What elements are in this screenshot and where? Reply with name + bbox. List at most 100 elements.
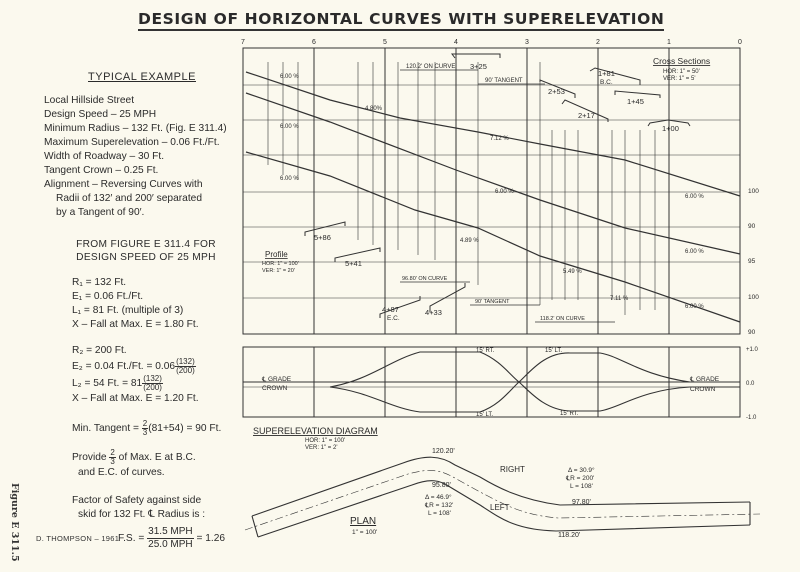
station-axis-1: 1 (667, 39, 671, 46)
denominator: (200) (143, 383, 162, 392)
grade-label: 4.89 % (460, 238, 479, 244)
cross-sections-ver: VER: 1" = 5' (663, 76, 695, 82)
grade-label: 5.49 % (563, 269, 582, 275)
r1: R₁ = 132 Ft. (72, 277, 127, 288)
fos-text: Factor of Safety against side (72, 495, 202, 506)
x1: X – Fall at Max. E = 1.80 Ft. (72, 319, 199, 330)
denominator: 3 (110, 457, 115, 466)
grade-label: 6.00 % (280, 124, 299, 130)
curve1-params: R₁ = 132 Ft. E₁ = 0.06 Ft./Ft. L₁ = 81 F… (44, 276, 244, 332)
numerator: (132) (175, 357, 196, 367)
l2-text: L₂ = 54 Ft. = 81 (72, 378, 143, 390)
plan-dim: 120.20' (432, 448, 455, 455)
station-axis-0: 0 (738, 39, 742, 46)
denominator: (200) (176, 366, 195, 375)
author-credit: D. THOMPSON – 1961 (36, 534, 120, 543)
profile-axis: 100 (748, 294, 759, 301)
xs-label: E.C. (387, 315, 400, 322)
xs-label: 5+41 (345, 259, 362, 268)
e2-fraction: (132)(200) (175, 358, 196, 375)
grade-label: 6.00 % (685, 304, 704, 310)
example-line: Local Hillside Street (44, 95, 135, 106)
provide-text: of Max. E at B.C. (115, 452, 196, 464)
grade-label: 6.00 % (685, 194, 704, 200)
curve2-length: L = 108' (570, 483, 593, 490)
xs-label: 4+33 (425, 308, 442, 317)
plan-dim: 97.80' (572, 499, 591, 506)
superelevation-axis: -1.0 (746, 415, 757, 421)
e1: E₁ = 0.06 Ft./Ft. (72, 291, 144, 302)
superelevation-hor: HOR: 1" = 100' (305, 438, 345, 444)
legend-grade: ℄ GRADE (689, 376, 720, 383)
provide-text: and E.C. of curves. (78, 467, 165, 478)
edge-label: 15' RT. (476, 348, 495, 354)
xs-label: 2+17 (578, 111, 595, 120)
plan-title: PLAN (350, 516, 376, 527)
fs-label: F.S. = (118, 533, 148, 545)
typical-example-panel: TYPICAL EXAMPLE Local Hillside Street De… (44, 70, 244, 551)
r2: R₂ = 200 Ft. (72, 345, 127, 356)
xs-label: 3+25 (470, 62, 487, 71)
example-line: Width of Roadway – 30 Ft. (44, 151, 165, 162)
side-right: RIGHT (500, 465, 525, 474)
provide-text: Provide (72, 452, 110, 464)
xs-label: 2+53 (548, 87, 565, 96)
l2-fraction: (132)(200) (142, 375, 163, 392)
edge-label: 15' RT. (560, 411, 579, 417)
plan-dim: 95.80' (432, 482, 451, 489)
grade-label: 6.00 % (685, 249, 704, 255)
from-figure-heading-line: FROM FIGURE E 311.4 FOR (76, 239, 216, 250)
grade-label: 6.00 % (280, 176, 299, 182)
profile-axis: 95 (748, 258, 756, 265)
xs-label: 1+45 (627, 97, 644, 106)
edge-label: 15' LT. (545, 348, 562, 354)
example-line: Maximum Superelevation – 0.06 Ft./Ft. (44, 137, 220, 148)
superelevation-title: SUPERELEVATION DIAGRAM (253, 426, 378, 436)
l1: L₁ = 81 Ft. (multiple of 3) (72, 305, 184, 316)
x2: X – Fall at Max. E = 1.20 Ft. (72, 393, 199, 404)
example-line: Minimum Radius – 132 Ft. (Fig. E 311.4) (44, 123, 227, 134)
grade-label: 7.12 % (490, 136, 509, 142)
curve2-delta: Δ = 30.9° (568, 466, 595, 474)
grade-label: 7.11 % (610, 296, 629, 302)
min-tangent-label: Min. Tangent = (72, 423, 142, 435)
plan-roadway (244, 456, 761, 538)
numerator: 2 (141, 419, 149, 429)
e2-text: E₂ = 0.04 Ft./Ft. = 0.06 (72, 361, 176, 373)
fs-result: = 1.26 (193, 533, 226, 545)
station-axis-4: 4 (454, 39, 458, 46)
xs-label: B.C. (600, 79, 613, 86)
superelevation-axis: +1.0 (746, 347, 759, 353)
profile-hor: HOR: 1" = 100' (262, 261, 299, 267)
numerator: 31.5 MPH (147, 526, 194, 539)
profile-axis: 100 (748, 188, 759, 195)
xs-label: 1+00 (662, 124, 679, 133)
curve1-length: L = 108' (428, 510, 451, 517)
grade-label: 6.00 % (495, 189, 514, 195)
example-line: Radii of 132′ and 200′ separated (56, 193, 202, 204)
typical-example-heading: TYPICAL EXAMPLE (88, 71, 196, 83)
denominator: 25.0 MPH (148, 539, 193, 550)
legend-grade: ℄ GRADE (261, 376, 292, 383)
curve1-radius: ℄R = 132' (424, 502, 453, 509)
profile-title: Profile (265, 250, 288, 259)
factor-of-safety: Factor of Safety against side skid for 1… (44, 494, 244, 551)
profile-axis: 90 (748, 223, 756, 230)
cross-sections-title: Cross Sections (653, 56, 710, 66)
fos-text: skid for 132 Ft. ℄ Radius is : (78, 509, 206, 520)
numerator: (132) (142, 374, 163, 384)
example-line: Alignment – Reversing Curves with (44, 179, 203, 190)
xs-label: 4+87 (382, 305, 399, 314)
example-line: Design Speed – 25 MPH (44, 109, 157, 120)
superelevation-ver: VER: 1" = 2' (305, 445, 337, 451)
station-axis-2: 2 (596, 39, 600, 46)
profile-axis: 90 (748, 329, 756, 336)
station-axis-7: 7 (241, 39, 245, 46)
cross-sections-hor: HOR: 1" = 50' (663, 69, 700, 75)
